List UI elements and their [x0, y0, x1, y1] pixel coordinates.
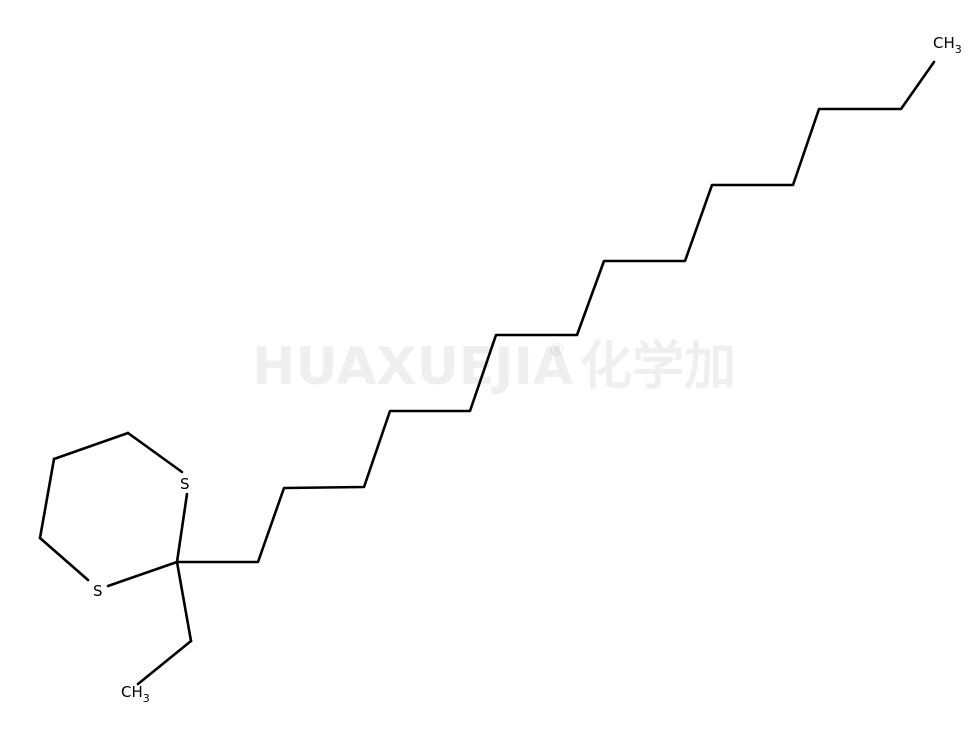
atom-methyl-bottom: CH3 [121, 683, 150, 705]
watermark-brand: HUAXUEJIA [252, 337, 573, 397]
bond-ring-c-c1 [52, 431, 130, 461]
watermark-chinese: 化学加 [580, 337, 736, 397]
bond-alkyl-chain [175, 60, 936, 564]
bonds [38, 60, 936, 686]
bond-ethyl-1 [175, 560, 193, 643]
atom-sulfur-upper: S [180, 475, 190, 493]
bond-ring-s2-c2 [106, 560, 179, 588]
watermark-registered-mark: ® [548, 340, 566, 361]
bond-ethyl-2 [136, 639, 193, 686]
bond-ring-c-s2 [38, 536, 90, 582]
atom-sulfur-lower: S [93, 582, 103, 600]
watermark: HUAXUEJIA ® 化学加 [252, 337, 736, 397]
bond-ring-c2-s1 [175, 492, 189, 564]
bond-ring-s1-c [126, 431, 184, 474]
bond-ring-c-c2 [38, 457, 56, 540]
atom-labels: S S CH3 CH3 [93, 34, 962, 705]
atom-methyl-top: CH3 [933, 34, 962, 56]
